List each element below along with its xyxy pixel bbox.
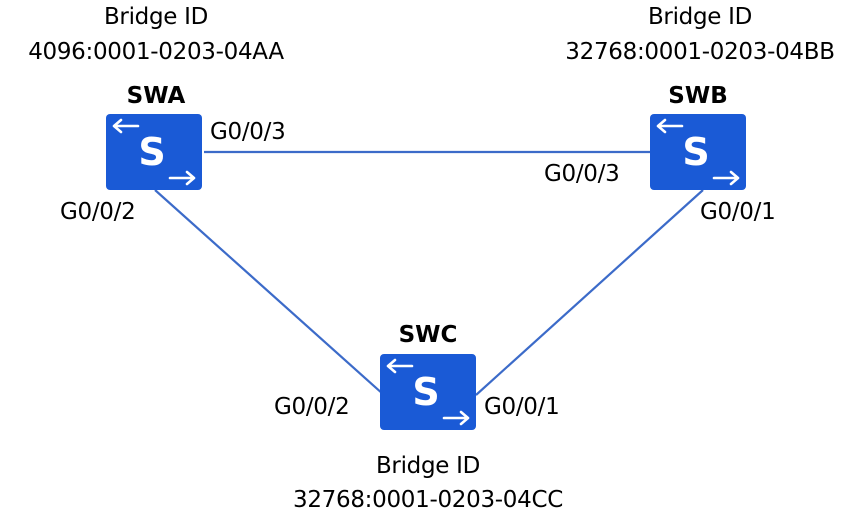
swa-port-g003: G0/0/3 (210, 119, 286, 145)
swa-switch-icon[interactable]: S (106, 114, 202, 190)
swc-bridge-id-value: 32768:0001-0203-04CC (293, 487, 563, 513)
swb-port-g003: G0/0/3 (544, 161, 620, 187)
swa-bridge-id-value: 4096:0001-0203-04AA (28, 39, 284, 65)
svg-text:S: S (682, 130, 709, 174)
swc-switch-icon[interactable]: S (380, 354, 476, 430)
swb-port-g001: G0/0/1 (700, 199, 776, 225)
swb-bridge-id-label: Bridge ID (647, 4, 753, 30)
link-swb-swc (475, 189, 704, 396)
swa-name: SWA (126, 83, 186, 109)
swc-name: SWC (398, 322, 458, 348)
swc-port-g001: G0/0/1 (484, 394, 560, 420)
swc-port-g002: G0/0/2 (274, 394, 350, 420)
svg-text:S: S (138, 130, 165, 174)
svg-text:S: S (412, 370, 439, 414)
swb-bridge-id-value: 32768:0001-0203-04BB (565, 39, 835, 65)
swa-bridge-id-label: Bridge ID (103, 4, 209, 30)
swb-name: SWB (668, 83, 728, 109)
swc-bridge-id-label: Bridge ID (375, 453, 481, 479)
link-swa-swc (154, 189, 385, 396)
swa-port-g002: G0/0/2 (60, 199, 136, 225)
swb-switch-icon[interactable]: S (650, 114, 746, 190)
